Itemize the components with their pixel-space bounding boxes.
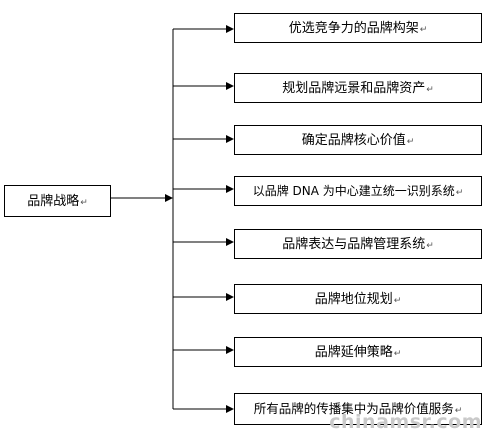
paragraph-mark: ↵ xyxy=(393,295,402,306)
branch-node-2: 规划品牌远景和品牌资产↵ xyxy=(234,73,482,103)
branch-node-label: 确定品牌核心价值 xyxy=(301,132,406,148)
paragraph-mark: ↵ xyxy=(419,24,428,35)
watermark: chinamsr.com xyxy=(329,411,482,433)
branch-node-label: 以品牌 DNA 为中心建立统一识别系统 xyxy=(252,184,455,198)
branch-node-label: 品牌地位规划 xyxy=(314,291,393,307)
root-node: 品牌战略↵ xyxy=(4,185,111,217)
branch-node-4: 以品牌 DNA 为中心建立统一识别系统↵ xyxy=(234,176,482,206)
branch-node-label: 品牌延伸策略 xyxy=(314,344,393,360)
branch-node-label: 优选竞争力的品牌构架 xyxy=(288,20,419,36)
branch-node-1: 优选竞争力的品牌构架↵ xyxy=(234,13,482,43)
branch-node-6: 品牌地位规划↵ xyxy=(234,284,482,314)
root-node-label: 品牌战略 xyxy=(27,193,80,209)
branch-node-8: 所有品牌的传播集中为品牌价值服务↵ xyxy=(234,393,482,425)
branch-node-label: 规划品牌远景和品牌资产 xyxy=(282,80,426,96)
branch-node-5: 品牌表达与品牌管理系统↵ xyxy=(234,229,482,259)
paragraph-mark: ↵ xyxy=(426,240,434,251)
paragraph-mark: ↵ xyxy=(80,197,88,208)
paragraph-mark: ↵ xyxy=(454,405,463,416)
paragraph-mark: ↵ xyxy=(426,84,434,95)
branch-node-7: 品牌延伸策略↵ xyxy=(234,337,482,367)
paragraph-mark: ↵ xyxy=(406,136,415,147)
branch-node-label: 品牌表达与品牌管理系统 xyxy=(282,236,426,252)
branch-node-3: 确定品牌核心价值↵ xyxy=(234,125,482,155)
paragraph-mark: ↵ xyxy=(455,187,464,198)
branch-node-label: 所有品牌的传播集中为品牌价值服务 xyxy=(253,400,454,416)
paragraph-mark: ↵ xyxy=(393,348,402,359)
